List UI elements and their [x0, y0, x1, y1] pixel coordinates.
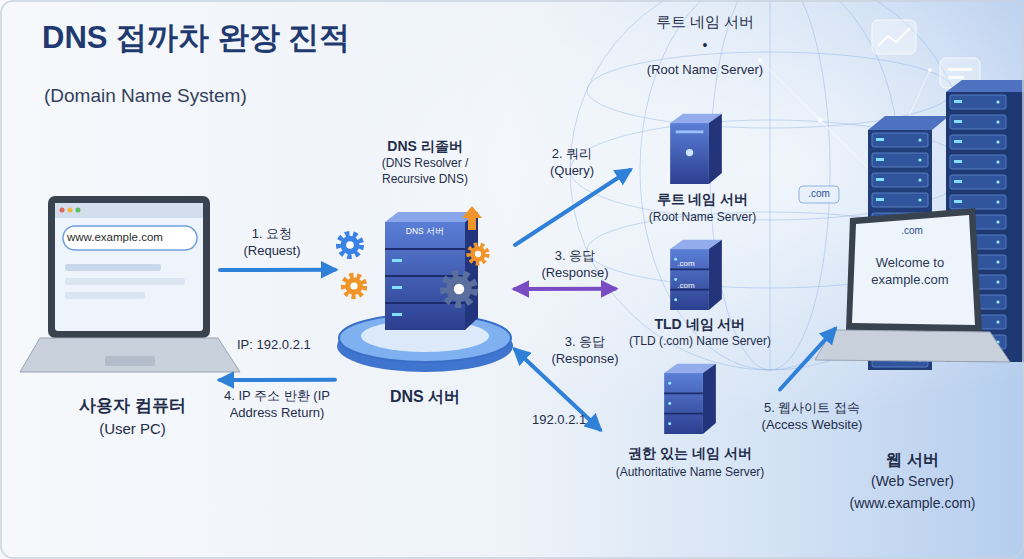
flow-arrow — [780, 329, 835, 390]
diagram-title: DNS 접까차 완장 진적 — [42, 18, 642, 58]
laptop-bezel — [846, 208, 982, 332]
node-text: .com — [671, 281, 701, 291]
server-divider — [385, 302, 465, 304]
node-text: 사용자 컴퓨터 — [45, 395, 220, 417]
edge-label: 3. 응답 (Response) — [545, 334, 625, 368]
node-text: (DNS Resolver / Recursive DNS) — [375, 156, 475, 187]
laptop-screen — [55, 203, 203, 331]
ui-icons — [872, 20, 980, 88]
node-text: Welcome to example.com — [865, 255, 955, 289]
resolver-server — [337, 206, 513, 372]
edge-label: 1. 요청 (Request) — [232, 226, 312, 260]
text-label: (Domain Name System) — [44, 84, 344, 109]
node-text: www.example.com — [67, 230, 195, 245]
edge-label: 5. 웹사이트 접속 (Access Website) — [752, 400, 872, 434]
browser-bar — [55, 203, 203, 218]
laptop-base — [20, 338, 240, 372]
node-text: (Root Name Server) — [630, 210, 775, 226]
user-laptop — [20, 196, 240, 372]
node-text: (Web Server) — [835, 472, 990, 490]
web-laptop — [815, 208, 1010, 362]
laptop-bezel — [48, 196, 210, 338]
text-label: .com — [799, 187, 839, 200]
gear-icon — [444, 274, 474, 304]
up-arrow-icon — [462, 206, 482, 230]
laptop-screen — [852, 215, 975, 325]
node-box: Welcome to example.com 웹 서버(Web Server) (w… — [835, 210, 990, 515]
text-label: .com — [892, 224, 932, 237]
flow-arrow — [220, 378, 335, 382]
node-text: (www.example.com) — [835, 494, 990, 512]
domain-tag — [799, 186, 839, 203]
gear-icon — [469, 245, 487, 263]
ui-bar — [948, 76, 964, 79]
flow-arrow — [220, 268, 335, 272]
node-text: DNS 서버 — [385, 226, 465, 237]
rack-top — [946, 80, 1024, 92]
node-text: 권한 있는 네임 서버 — [600, 444, 780, 462]
node-box: 루트 네임 서버 (Root Name Server) — [630, 110, 775, 230]
laptop-base — [815, 330, 1010, 362]
node-box: 권한 있는 네임 서버 (Authoritative Name Server) — [600, 362, 780, 487]
node-text: .com — [671, 259, 701, 269]
ui-panel — [872, 20, 916, 54]
node-box: www.example.com 사용자 컴퓨터(User PC) — [45, 190, 220, 440]
gear-icon — [339, 234, 361, 256]
server-light — [392, 286, 402, 289]
auth-server-icon — [664, 364, 716, 434]
text-label: • — [640, 36, 770, 54]
edge-label: 4. IP 주소 반환 (IP Address Return) — [207, 388, 347, 422]
browser-dot — [76, 208, 81, 213]
rack-top — [868, 116, 949, 130]
text-label: 192.0.2.1 — [532, 412, 612, 429]
browser-dot — [68, 208, 73, 213]
flow-arrow — [515, 170, 630, 245]
page-content — [65, 292, 145, 299]
server-light — [392, 313, 402, 316]
node-text: DNS 서버 — [335, 387, 515, 408]
text-label: IP: 192.0.2.1 — [237, 337, 347, 354]
globe-meridian — [710, 0, 830, 370]
node-box: .com .comTLD 네임 서버(TLD (.com) Name Server… — [615, 235, 785, 352]
node-text: (TLD (.com) Name Server) — [615, 334, 785, 350]
node-text: TLD 네임 서버 — [615, 315, 785, 333]
text-label: 루트 네임 서버 — [640, 12, 770, 32]
gear-icon — [344, 276, 365, 297]
server-light — [392, 259, 402, 262]
node-text: 루트 네임 서버 — [630, 190, 775, 208]
chart-line — [878, 28, 910, 46]
browser-dot — [60, 208, 65, 213]
page-content — [65, 264, 161, 271]
node-text: DNS 리졸버 — [335, 137, 515, 155]
globe-meridian — [770, 0, 771, 370]
node-text: (Authoritative Name Server) — [600, 465, 780, 481]
edge-label: 2. 쿼리 (Query) — [540, 146, 604, 180]
flow-arrow — [515, 287, 615, 291]
node-text: (User PC) — [45, 419, 220, 439]
ui-bar — [948, 68, 972, 71]
address-bar — [63, 226, 197, 250]
text-label: (Root Name Server) — [625, 62, 785, 79]
page-content — [65, 278, 185, 285]
tld-server-icon — [670, 240, 722, 310]
edge-label: 3. 응답 (Response) — [535, 248, 615, 282]
node-text: 웹 서버 — [835, 450, 990, 471]
root-server-icon — [670, 114, 722, 184]
laptop-touchpad — [105, 356, 155, 366]
server-divider — [385, 248, 465, 250]
node-box: DNS 리졸버(DNS Resolver / Recursive DNS) DNS… — [335, 135, 515, 410]
